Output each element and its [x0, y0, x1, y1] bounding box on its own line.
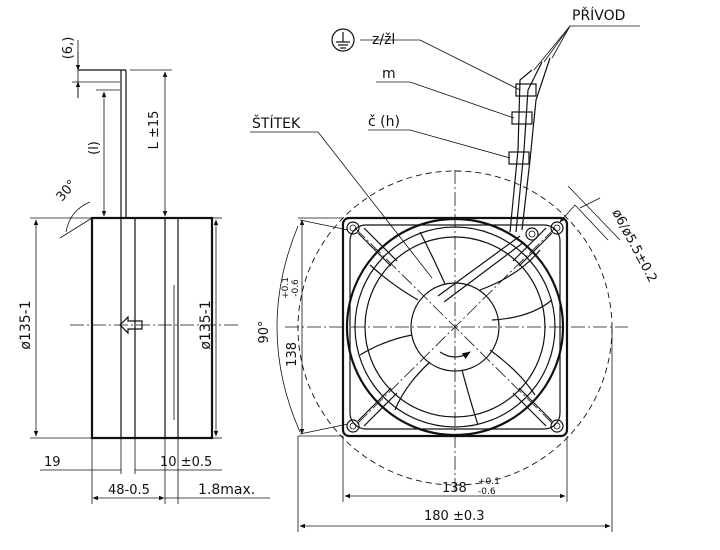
hole-dia-label: ø6/ø5.5±0.2	[608, 207, 659, 285]
front-view	[276, 170, 628, 532]
dim-138-v-label: 138	[285, 342, 300, 367]
dim-48-label: 48-0.5	[108, 483, 150, 498]
dim-138-v-tol-bot: -0.6	[291, 279, 301, 297]
wire-c-label: č (h)	[368, 114, 400, 130]
dim-138-h-label: 138	[442, 481, 467, 496]
dim-138-h-tol-top: +0.1	[478, 477, 500, 487]
dim-19-label: 19	[44, 455, 61, 470]
dim-138-h-tol-bot: -0.6	[478, 487, 496, 497]
dim-L-label: L ±15	[147, 111, 162, 150]
ground-symbol-icon	[331, 28, 355, 52]
dim-6-label: (6,)	[61, 37, 76, 60]
side-view	[30, 40, 270, 504]
stitek-label: ŠTÍTEK	[252, 114, 301, 132]
wire-m-label: m	[382, 66, 396, 82]
dim-138-v-tol-top: +0.1	[281, 277, 291, 299]
dim-10-label: 10 ±0.5	[160, 455, 212, 470]
privod-label: PŘÍVOD	[572, 7, 625, 24]
dim-l-label: (l)	[87, 141, 102, 155]
dia-left-label: ø135-1	[18, 300, 34, 349]
side-body-outline	[90, 216, 214, 440]
mount-holes	[346, 221, 564, 433]
dim-18max-label: 1.8max.	[198, 482, 255, 498]
airflow-arrow-icon	[119, 315, 143, 335]
ground-wire-label: z/žl	[372, 32, 395, 48]
dia-right-label: ø135-1	[198, 300, 214, 349]
lead-wires	[508, 57, 551, 233]
fan-blades	[359, 231, 553, 426]
angle-90-label: 90°	[257, 320, 272, 343]
dim-180-label: 180 ±0.3	[424, 509, 485, 524]
angle-30-label: 30°	[54, 177, 80, 204]
